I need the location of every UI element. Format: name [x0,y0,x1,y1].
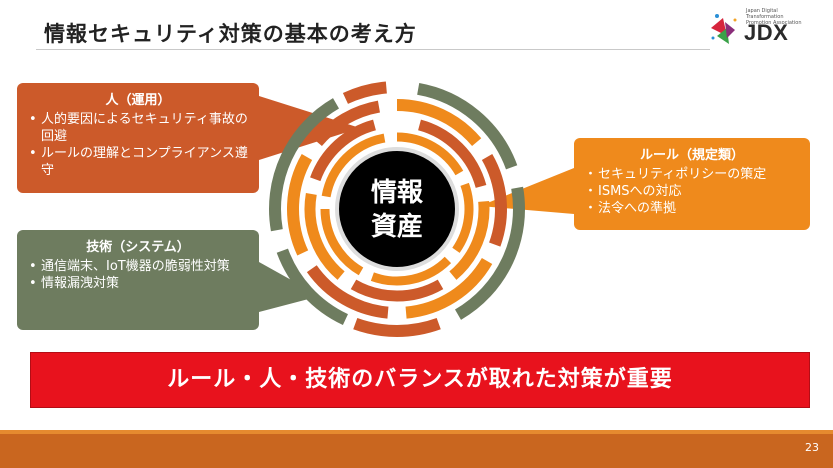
rule-heading: ルール（規定類） [639,148,744,163]
rule-item: セキュリティポリシーの策定 [584,166,800,183]
tech-item: 情報漏洩対策 [29,275,249,292]
title-divider [36,49,710,50]
ring-segment [370,256,452,286]
slide-title: 情報セキュリティ対策の基本の考え方 [44,22,417,46]
person-item: ルールの理解とコンプライアンス遵守 [29,145,249,179]
rule-box: ルール（規定類） セキュリティポリシーの策定 ISMSへの対応 法令への準拠 [574,138,810,230]
footer-accent-line [0,430,833,434]
ring-segment [396,132,464,176]
center-line-1: 情報 [370,178,423,208]
person-box: 人（運用） 人的要因によるセキュリティ事故の回避 ルールの理解とコンプライアンス… [17,83,259,193]
ring-segment [405,257,493,319]
ring-segment [396,99,482,147]
ring-segment [353,317,441,337]
logo-text: JDX [744,20,789,45]
rule-item: ISMSへの対応 [584,183,800,200]
person-heading: 人（運用） [105,93,171,108]
ring-segment [454,186,525,320]
center-line-2: 資産 [370,212,423,242]
logo-tagline: Japan Digital Transformation Promotion A… [746,8,802,26]
person-list: 人的要因によるセキュリティ事故の回避 ルールの理解とコンプライアンス遵守 [27,111,249,179]
ring-segment [276,248,349,326]
ring-segment [449,200,490,280]
tech-heading: 技術（システム） [86,240,190,255]
person-item: 人的要因によるセキュリティ事故の回避 [29,111,249,145]
ring-segment [269,98,340,232]
tech-connector [259,262,320,312]
ring-segment [350,279,444,302]
ring-segment [287,154,313,256]
jdx-logo-icon [711,14,737,44]
ring-segment [321,133,386,198]
ring-segment [452,182,474,253]
ring-segment [417,82,518,170]
tech-box: 技術（システム） 通信端末、IoT機器の脆弱性対策 情報漏洩対策 [17,230,259,330]
rings [269,81,525,337]
ring-segment [481,154,507,247]
ring-segment [312,100,381,147]
tech-item: 通信端末、IoT機器の脆弱性対策 [29,258,249,275]
ring-segment [342,81,388,104]
key-message-banner: ルール・人・技術のバランスが取れた対策が重要 [30,352,810,408]
ring-segment [304,192,345,280]
page-number: 23 [805,441,819,454]
center-label: 情報 資産 [357,176,437,244]
ring-segment [417,119,487,189]
rule-list: セキュリティポリシーの策定 ISMSへの対応 法令への準拠 [584,166,800,217]
ring-segment [310,119,377,182]
ring-segment [320,208,364,276]
ring-segment [306,265,389,319]
center-circle [335,147,459,271]
rule-item: 法令への準拠 [584,200,800,217]
footer-bar [0,430,833,468]
tech-list: 通信端末、IoT機器の脆弱性対策 情報漏洩対策 [27,258,249,292]
